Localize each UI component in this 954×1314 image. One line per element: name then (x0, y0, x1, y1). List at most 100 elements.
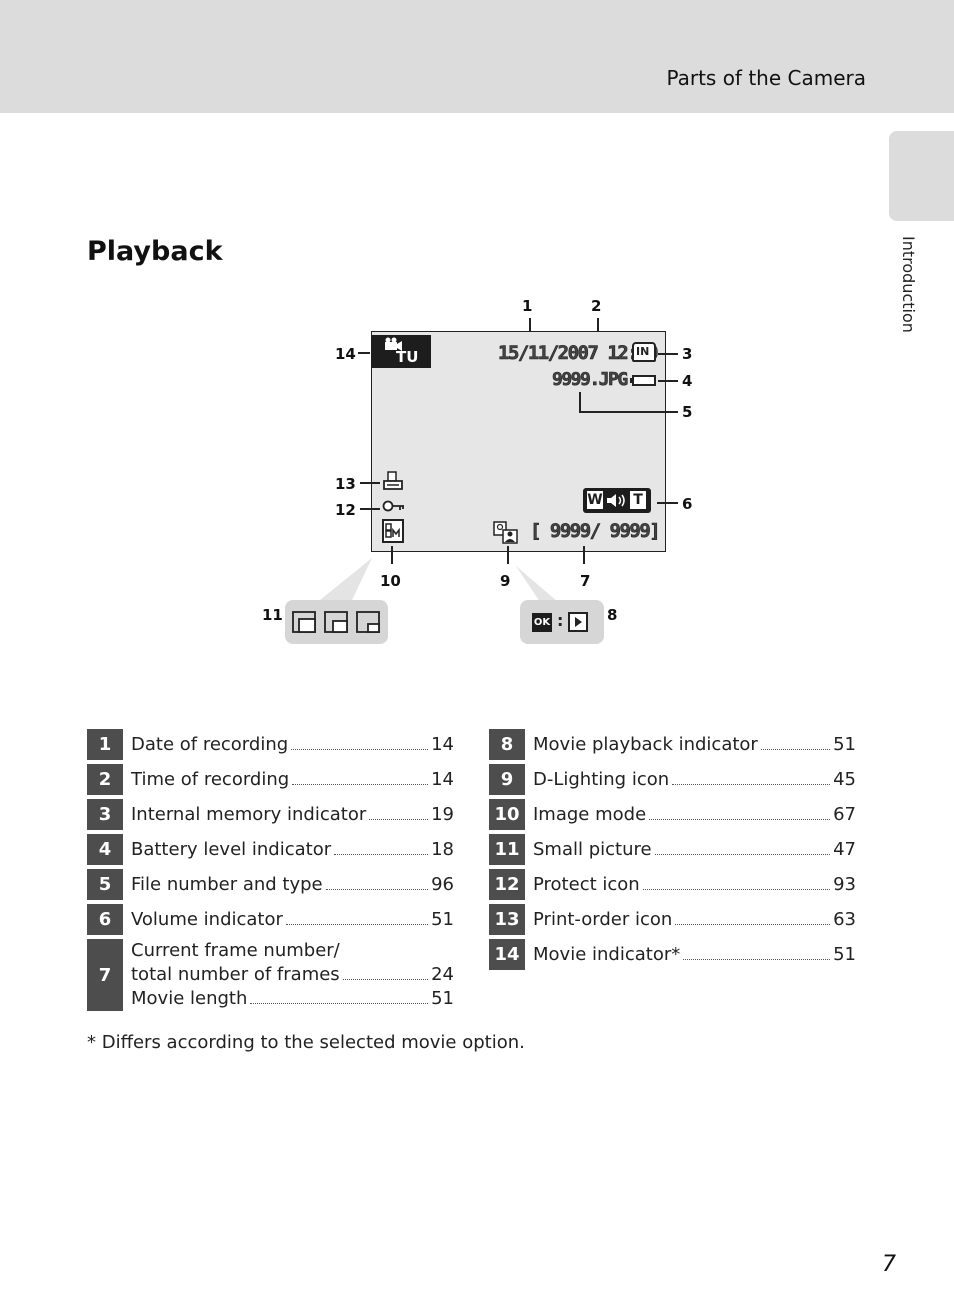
dot-leader (369, 818, 429, 820)
legend-text: Movie length (131, 988, 248, 1009)
volume-w-label: W (587, 491, 603, 509)
legend-number: 13 (489, 904, 525, 935)
legend-text: Time of recording (131, 768, 290, 790)
callout-3: 3 (682, 345, 693, 363)
legend-row: 3 Internal memory indicator 19 (87, 799, 454, 830)
small-picture-options (285, 600, 388, 644)
battery-icon (632, 375, 656, 386)
print-order-icon (382, 470, 404, 492)
callout-2: 2 (591, 297, 602, 315)
dot-leader (342, 979, 429, 980)
playback-screen-diagram: 1 2 TU 15/11/2007 12:00 IN 9999.JPG 3 4 … (240, 290, 720, 660)
dot-leader (292, 783, 429, 785)
d-lighting-icon (493, 521, 519, 545)
legend-number: 7 (87, 939, 123, 1011)
file-name-display: 9999.JPG (552, 369, 629, 391)
legend-line: Internal memory indicator 19 (131, 803, 454, 827)
legend-description: Current frame number/total number of fra… (123, 939, 454, 1011)
page-header: Parts of the Camera (0, 0, 954, 113)
legend-line: Movie indicator*51 (533, 943, 856, 967)
callout-14: 14 (335, 345, 356, 363)
callout-6: 6 (682, 495, 693, 513)
dot-leader (285, 923, 429, 925)
legend-number: 9 (489, 764, 525, 795)
leader-line (597, 318, 599, 335)
legend-row: 8 Movie playback indicator 51 (489, 729, 856, 760)
legend-row: 14 Movie indicator*51 (489, 939, 856, 970)
chapter-tab-label: Introduction (899, 236, 918, 333)
callout-11: 11 (262, 606, 283, 624)
page-reference: 96 (431, 873, 454, 895)
leader-line (507, 546, 509, 564)
legend-text: Internal memory indicator (131, 803, 367, 825)
dot-leader (654, 853, 831, 855)
legend-number: 8 (489, 729, 525, 760)
legend-number: 2 (87, 764, 123, 795)
legend-number: 3 (87, 799, 123, 830)
volume-indicator-icon: W T (583, 488, 651, 513)
page-reference: 51 (833, 733, 856, 755)
legend-number: 1 (87, 729, 123, 760)
legend-line: total number of frames 24 (131, 963, 454, 987)
dot-leader (675, 923, 831, 925)
legend-text: Print-order icon (533, 908, 673, 930)
legend-line: Protect icon 93 (533, 873, 856, 897)
section-title: Parts of the Camera (666, 66, 866, 90)
page-reference: 51 (833, 943, 856, 965)
volume-t-label: T (630, 491, 646, 509)
page-title: Playback (87, 236, 223, 267)
legend-description: Movie playback indicator 51 (525, 729, 856, 760)
legend-number: 14 (489, 939, 525, 970)
legend-text: Small picture (533, 838, 652, 860)
page-reference: 14 (431, 768, 454, 790)
page-reference: 19 (431, 803, 454, 825)
legend-text: Battery level indicator (131, 838, 332, 860)
leader-line (658, 353, 678, 355)
callout-13: 13 (335, 475, 356, 493)
legend-number: 4 (87, 834, 123, 865)
date-time-display: 15/11/2007 12:00 (498, 342, 659, 365)
page-reference: 14 (431, 733, 454, 755)
legend-number: 5 (87, 869, 123, 900)
chapter-tab (889, 131, 954, 221)
legend-description: Movie indicator*51 (525, 939, 856, 970)
callout-8: 8 (607, 606, 618, 624)
legend-description: Time of recording 14 (123, 764, 454, 795)
legend-text: total number of frames (131, 964, 340, 985)
callout-1: 1 (522, 297, 533, 315)
legend-text: Protect icon (533, 873, 640, 895)
frame-counter-display: [ 9999/ 9999] (530, 520, 661, 543)
ok-button-icon: OK (532, 613, 552, 632)
battery-icon-tip (630, 378, 633, 383)
page-reference: 93 (833, 873, 856, 895)
leader-line (579, 392, 581, 412)
dot-leader (760, 748, 831, 750)
leader-line (579, 411, 678, 413)
legend-line: Time of recording 14 (131, 768, 454, 792)
leader-line (360, 482, 380, 484)
protect-key-icon (382, 498, 406, 512)
callout-7: 7 (580, 572, 591, 590)
legend-text: Movie playback indicator (533, 733, 758, 755)
internal-memory-icon: IN (632, 342, 656, 362)
page-reference: 24 (431, 964, 454, 985)
legend-text: Volume indicator (131, 908, 283, 930)
callout-10: 10 (380, 572, 401, 590)
legend-text: Image mode (533, 803, 647, 825)
